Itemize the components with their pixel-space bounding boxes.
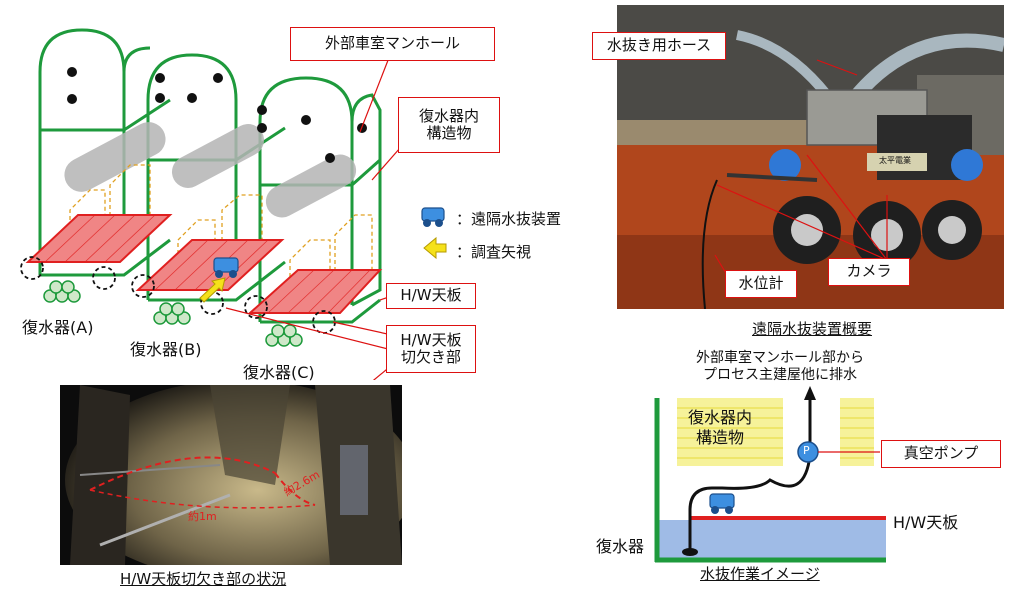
cutout-measure-1m: 約1m <box>188 510 217 523</box>
legend-direction-text: ：調査矢視 <box>456 243 532 261</box>
work-internal-structure-label: 復水器内 構造物 <box>688 408 753 447</box>
work-condenser-label: 復水器 <box>596 537 645 556</box>
hw-plate-label: H/W天板 <box>386 283 476 309</box>
legend-robot-icon <box>421 207 445 227</box>
hw-cutout-label: H/W天板 切欠き部 <box>386 325 476 373</box>
legend-arrow-icon <box>423 236 447 260</box>
level-gauge-label: 水位計 <box>725 270 797 298</box>
view-direction-arrow <box>199 277 226 303</box>
manhole-label: 外部車室マンホール <box>290 27 495 61</box>
manhole-dots <box>67 67 367 163</box>
condenser-c-label: 復水器(C) <box>243 363 315 382</box>
callout-leader-lines <box>225 49 401 380</box>
condenser-a-label: 復水器(A) <box>22 318 94 337</box>
discharge-arrow <box>804 386 816 400</box>
cutout-photo: 約2.6m 約1m <box>60 385 402 565</box>
work-hw-plate-label: H/W天板 <box>893 513 959 532</box>
suction-end <box>682 548 698 556</box>
device-photo: 太平電業 <box>617 5 1004 309</box>
hw-plates <box>25 214 383 314</box>
robot-icon-on-plate <box>213 257 239 278</box>
work-image-caption: 水抜作業イメージ <box>700 565 820 583</box>
camera-label: カメラ <box>828 258 910 286</box>
condenser-a-shell <box>38 28 171 277</box>
pump-symbol: P <box>803 444 810 457</box>
cutout-photo-caption: H/W天板切欠き部の状況 <box>120 570 287 588</box>
work-image-diagram <box>654 386 886 563</box>
condenser-b-label: 復水器(B) <box>130 340 202 359</box>
internal-structure-label: 復水器内 構造物 <box>398 97 500 153</box>
drain-hose <box>688 398 812 550</box>
legend-device-text: ：遠隔水抜装置 <box>456 210 562 228</box>
discharge-text: 外部車室マンホール部から プロセス主建屋他に排水 <box>696 350 864 383</box>
condenser-3d-diagram <box>20 28 447 380</box>
pump-label: 真空ポンプ <box>881 440 1001 468</box>
internal-structure-box-right <box>840 398 874 466</box>
internal-structure-box <box>677 398 783 466</box>
hose-label: 水抜き用ホース <box>592 32 726 60</box>
grey-tube-bundles <box>64 122 357 218</box>
robot-icon-work <box>709 493 735 514</box>
bottom-pipes <box>43 280 303 347</box>
device-nameplate: 太平電業 <box>879 156 911 165</box>
device-photo-caption: 遠隔水抜装置概要 <box>752 320 873 338</box>
